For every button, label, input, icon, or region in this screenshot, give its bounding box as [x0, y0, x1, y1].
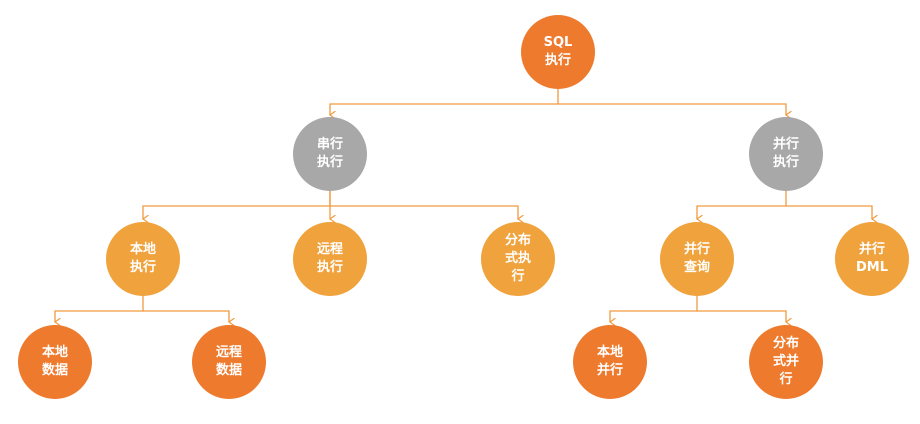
- edge-query-localparallel: [610, 293, 698, 322]
- node-distributed-exec: 分布 式执 行: [481, 222, 555, 296]
- node-parallel-dml: 并行 DML: [835, 222, 909, 296]
- node-remote-data: 远程 数据: [192, 325, 266, 399]
- edge-sql-parallel: [558, 103, 786, 115]
- node-local-parallel: 本地 并行: [573, 325, 647, 399]
- node-serial-exec: 串行 执行: [293, 117, 367, 191]
- node-label: 串行 执行: [316, 137, 343, 170]
- node-parallel-query: 并行 查询: [660, 222, 734, 296]
- node-label: 并行 查询: [683, 242, 710, 275]
- node-label: 远程 执行: [316, 242, 343, 275]
- node-label: 分布 式执 行: [504, 233, 531, 284]
- node-label: 本地 数据: [41, 345, 68, 378]
- node-label: 并行 DML: [855, 242, 888, 275]
- node-label: 远程 数据: [215, 345, 242, 378]
- node-distributed-parallel: 分布 式并 行: [749, 325, 823, 399]
- edge-local-localdata: [55, 293, 144, 322]
- node-label: 本地 执行: [129, 242, 156, 275]
- node-label: SQL 执行: [543, 35, 573, 68]
- node-remote-exec: 远程 执行: [293, 222, 367, 296]
- edge-serial-local: [143, 189, 331, 219]
- node-local-exec: 本地 执行: [106, 222, 180, 296]
- node-sql-exec: SQL 执行: [521, 15, 595, 89]
- edge-query-distparallel: [697, 310, 786, 322]
- edge-sql-serial: [330, 87, 559, 115]
- node-label: 分布 式并 行: [772, 336, 799, 387]
- edge-parallel-dml: [786, 205, 872, 219]
- edge-parallel-query: [697, 189, 787, 219]
- node-label: 本地 并行: [596, 345, 623, 378]
- node-local-data: 本地 数据: [18, 325, 92, 399]
- edge-local-remotedata: [143, 310, 229, 322]
- node-label: 并行 执行: [772, 137, 799, 170]
- node-parallel-exec: 并行 执行: [749, 117, 823, 191]
- edge-serial-distributed: [330, 205, 518, 219]
